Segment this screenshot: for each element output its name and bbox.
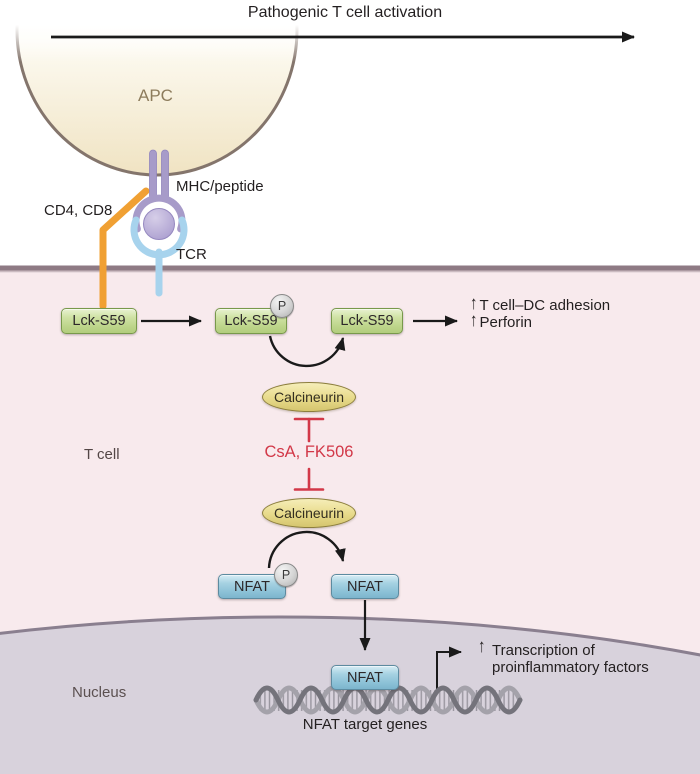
- up-arrow-icon: ↑: [478, 635, 486, 657]
- figure-title: Pathogenic T cell activation: [247, 4, 443, 21]
- t-cell-membrane: [0, 265, 700, 273]
- cd4-cd8-coreceptor: [99, 187, 150, 310]
- mhc-peptide-label: MHC/peptide: [176, 178, 264, 195]
- apc-cell: [0, 0, 315, 177]
- dna-helix: [253, 685, 523, 715]
- inhibitor-label: CsA, FK506: [264, 443, 354, 461]
- nfat-nuclear-box: NFAT: [331, 665, 399, 690]
- nucleus-label: Nucleus: [72, 684, 127, 701]
- nfat-target-genes-label: NFAT target genes: [302, 716, 428, 733]
- adhesion-label: T cell–DC adhesion: [479, 297, 611, 314]
- lck-dephosphorylation-arrow: [268, 335, 346, 368]
- phosphate-badge-lck: P: [270, 294, 294, 318]
- lck-effects: ↑ T cell–DC adhesion ↑ Perforin: [470, 293, 611, 332]
- inhibition-tbar-top: [293, 417, 325, 443]
- transcription-label: Transcription of proinflammatory factors: [492, 642, 649, 676]
- perforin-label: Perforin: [479, 314, 533, 332]
- inhibition-tbar-bottom: [293, 467, 325, 491]
- lck-box-3: Lck-S59: [331, 308, 403, 334]
- nfat-dephosphorylation-arrow: [267, 530, 346, 569]
- phosphate-badge-nfat: P: [274, 563, 298, 587]
- transcription-arrow: [436, 646, 462, 691]
- peptide: [143, 208, 175, 240]
- cd4-cd8-label: CD4, CD8: [44, 202, 113, 219]
- calcineurin-top: Calcineurin: [262, 382, 356, 412]
- tcr-label: TCR: [176, 246, 207, 263]
- calcineurin-bottom: Calcineurin: [262, 498, 356, 528]
- up-arrow-icon: ↑: [470, 292, 478, 314]
- up-arrow-icon: ↑: [470, 309, 478, 332]
- nfat-active-box: NFAT: [331, 574, 399, 599]
- t-cell-label: T cell: [84, 446, 120, 463]
- lck-box-1: Lck-S59: [61, 308, 137, 334]
- tcr-receptor: [130, 216, 188, 297]
- transcription-up-arrow: ↑: [478, 636, 486, 657]
- apc-label: APC: [138, 86, 173, 105]
